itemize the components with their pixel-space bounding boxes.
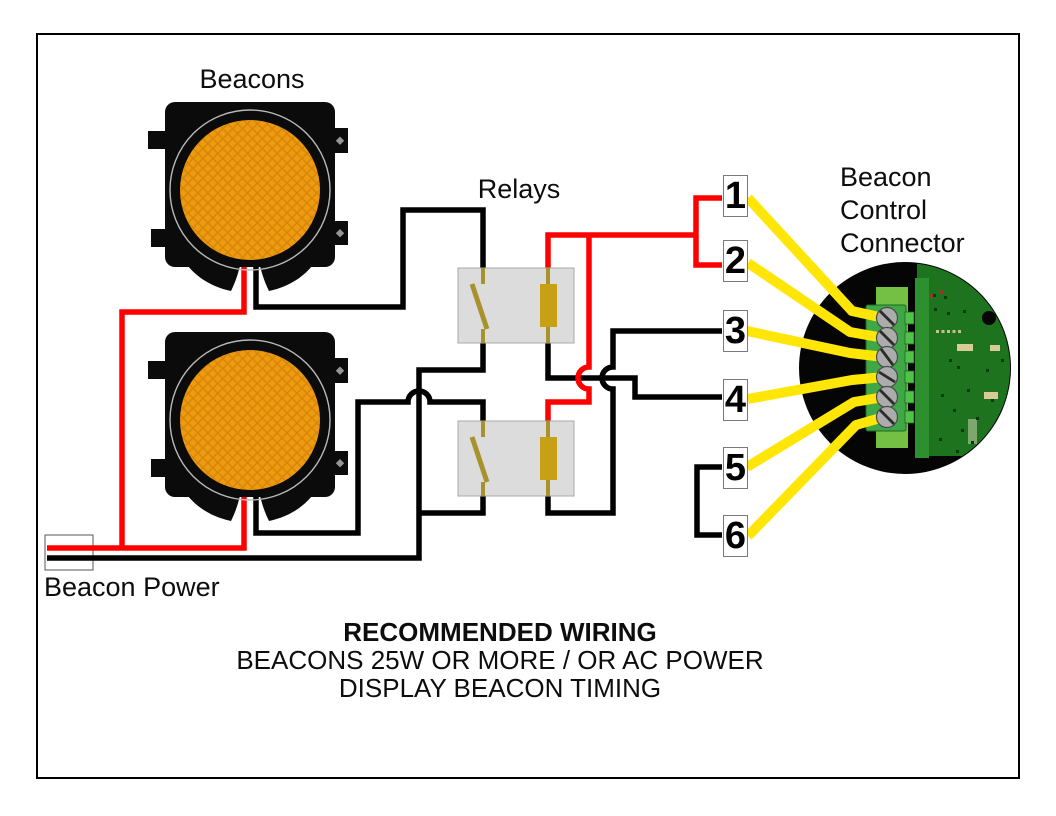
wire-beacon1-power-red	[119, 252, 247, 548]
connector-label-line1: Beacon	[840, 162, 932, 192]
screw-icon	[875, 365, 899, 389]
beacon-power-box	[44, 534, 94, 571]
terminal-box-3: 3	[723, 310, 748, 352]
wire-terminal6-yellow	[744, 412, 886, 540]
wire-relay1-coil-feed-red	[545, 232, 696, 270]
screw-icon	[875, 405, 899, 429]
terminal-box-1: 1	[723, 175, 748, 217]
screw-icon	[875, 306, 899, 330]
wire-terminal1-yellow	[744, 194, 886, 323]
screw-icon	[875, 326, 899, 350]
wire-terminal1-2-link-red	[693, 195, 722, 268]
pcb-board	[917, 263, 1010, 456]
caption-line3: DISPLAY BEACON TIMING	[338, 673, 662, 703]
beacon-2	[147, 331, 349, 522]
terminal-block-tabs	[904, 311, 915, 424]
caption: RECOMMENDED WIRING BEACONS 25W OR MORE /…	[36, 618, 964, 702]
terminal-box-5: 5	[723, 447, 748, 489]
wire-relay1-switch-to-power-return	[47, 341, 486, 561]
wire-terminal3-to-relay2-coil	[545, 328, 722, 516]
wire-terminal2-yellow	[745, 258, 885, 343]
wire-terminal3-yellow	[745, 326, 885, 362]
screw-icon	[875, 385, 899, 409]
terminal-box-4: 4	[723, 379, 748, 421]
relay-2	[458, 421, 574, 496]
terminal-box-2: 2	[723, 240, 748, 282]
relays-label: Relays	[477, 174, 561, 204]
wire-terminal5-6-link	[694, 464, 722, 538]
red-wires	[47, 195, 722, 551]
wire-beacon2-to-relay2-switch	[253, 388, 486, 536]
beacon-power-label: Beacon Power	[44, 572, 220, 602]
wire-beacon1-to-relay1-switch	[253, 207, 486, 310]
pcb-edge-strip	[915, 278, 929, 458]
connector-label-line2: Control	[840, 195, 928, 225]
yellow-wires	[744, 194, 886, 540]
beacon-1	[147, 101, 349, 292]
wire-terminal4-yellow	[747, 372, 885, 404]
beacons-label: Beacons	[199, 64, 305, 94]
relay-1	[458, 268, 574, 343]
wire-terminal5-yellow	[744, 392, 885, 472]
caption-title: RECOMMENDED WIRING	[343, 617, 657, 647]
terminal-box-6: 6	[723, 515, 748, 557]
connector-screws	[875, 306, 899, 429]
screw-icon	[875, 345, 899, 369]
connector-label-line3: Connector	[840, 228, 965, 258]
caption-line2: BEACONS 25W OR MORE / OR AC POWER	[236, 645, 764, 675]
wire-relay2-switch-junction	[419, 495, 486, 516]
connector-label: Beacon Control Connector	[840, 161, 965, 260]
wire-relay1-coil-to-terminal4	[545, 341, 722, 400]
wire-relay2-coil-feed-red	[545, 235, 592, 422]
diagram-border	[36, 33, 1020, 779]
pcb-components	[929, 288, 1007, 453]
black-wires	[47, 207, 722, 561]
wire-power-to-beacon2-red	[47, 482, 247, 551]
